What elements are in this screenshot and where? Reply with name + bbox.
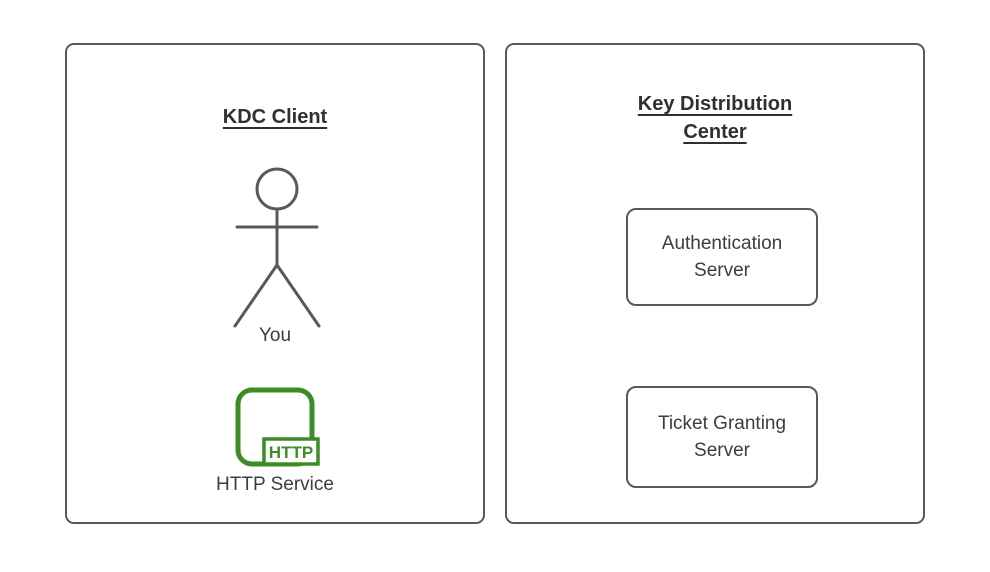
person-icon	[233, 167, 321, 328]
authentication-server-box: Authentication Server	[626, 208, 818, 306]
ticket-granting-server-label: Ticket Granting Server	[657, 413, 787, 461]
client-panel-title: KDC Client	[222, 106, 328, 128]
kdc-panel-title: Key Distribution Center	[637, 93, 793, 143]
http-badge-label: HTTP	[269, 443, 313, 462]
http-service-icon: HTTP	[235, 387, 320, 467]
authentication-server-label: Authentication Server	[661, 233, 783, 281]
ticket-granting-server-box: Ticket Granting Server	[626, 386, 818, 488]
actor-label: You	[258, 325, 292, 346]
kdc-panel: Key Distribution Center Authentication S…	[505, 43, 925, 524]
kdc-client-panel: KDC Client You HTTP HTTP Service	[65, 43, 485, 524]
http-service-label: HTTP Service	[216, 474, 334, 495]
